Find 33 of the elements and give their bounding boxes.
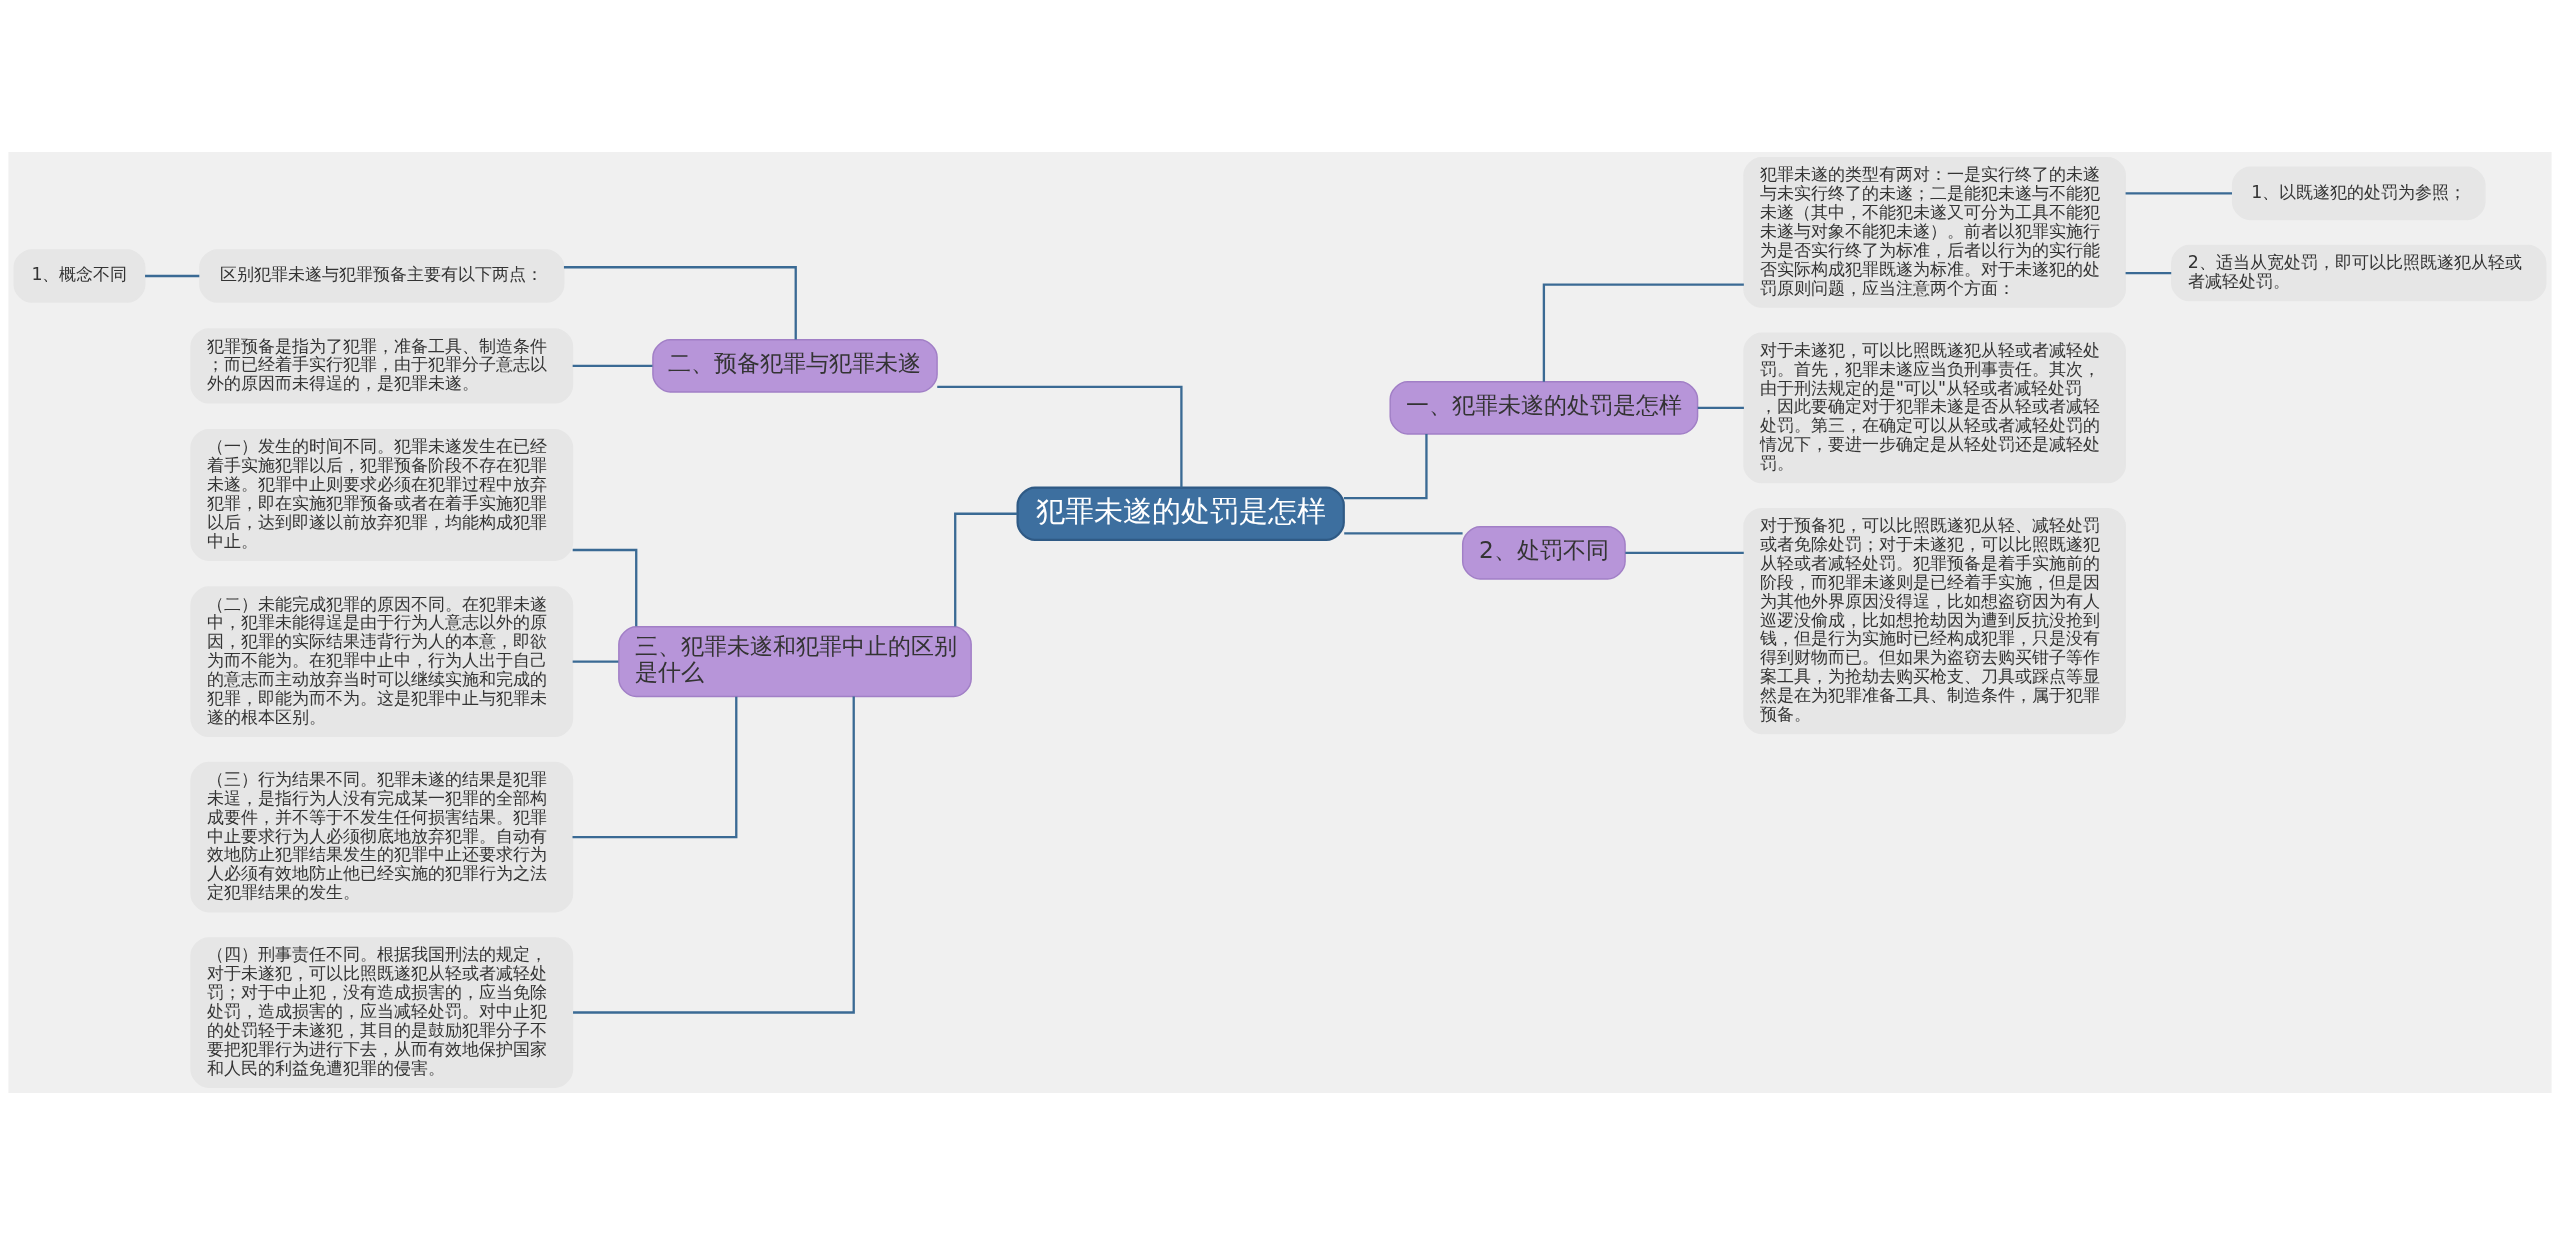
connector bbox=[1697, 406, 1744, 410]
node-box: （二）未能完成犯罪的原因不同。在犯罪未遂中，犯罪未能得逞是由于行为人意志以外的原因，犯罪的实际结果违背行为人的本意，即欲为而不能为。在犯罪中止中，行为人出于自己的意志而主动放弃当时可以继续实施和完成的犯罪，即能为而不为。这是犯罪中止与犯罪未遂的根本区别。 bbox=[190, 586, 574, 738]
node-box: 2、处罚不同 bbox=[1461, 526, 1626, 580]
connector bbox=[954, 512, 1018, 627]
connector bbox=[572, 696, 738, 839]
node-box: 区别犯罪未遂与犯罪预备主要有以下两点： bbox=[199, 249, 565, 303]
node-box: 犯罪预备是指为了犯罪，准备工具、制造条件；而已经着手实行犯罪，由于犯罪分子意志以外的原因而未得逞的，是犯罪未遂。 bbox=[190, 328, 574, 404]
connector bbox=[1625, 551, 1744, 555]
node-box: 犯罪未遂的类型有两对：一是实行终了的未遂与未实行终了的未遂；二是能犯未遂与不能犯未遂（其中，不能犯未遂又可分为工具不能犯未遂与对象不能犯未遂）。前者以犯罪实施行为是否实行终了为标准，后者以行为的实行能否实际构成犯罪既遂为标准。对于未遂犯的处罚原则问题，应当注意两个方面： bbox=[1743, 157, 2127, 308]
connector bbox=[572, 548, 638, 627]
node-box: （四）刑事责任不同。根据我国刑法的规定，对于未遂犯，可以比照既遂犯从轻或者减轻处罚；对于中止犯，没有造成损害的，应当免除处罚，造成损害的，应当减轻处罚。对中止犯的处罚轻于未遂犯，其目的是鼓励犯罪分子不要把犯罪行为进行下去，从而有效地保护国家和人民的利益免遭犯罪的侵害。 bbox=[190, 937, 574, 1088]
node-box: 犯罪未遂的处罚是怎样 bbox=[1016, 486, 1345, 541]
node-box: 2、适当从宽处罚，即可以比照既遂犯从轻或者减轻处罚。 bbox=[2170, 244, 2547, 302]
connector bbox=[2125, 271, 2172, 275]
node-box: （一）发生的时间不同。犯罪未遂发生在已经着手实施犯罪以后，犯罪预备阶段不存在犯罪未遂。犯罪中止则要求必须在犯罪过程中放弃犯罪，即在实施犯罪预备或者在着手实施犯罪以后，达到即遂以前放弃犯罪，均能构成犯罪中止。 bbox=[190, 428, 574, 561]
node-box: 对于未遂犯，可以比照既遂犯从轻或者减轻处罚。首先，犯罪未遂应当负刑事责任。其次，由于刑法规定的是"可以"从轻或者减轻处罚，因此要确定对于犯罪未遂是否从轻或者减轻处罚。第三，在确定可以从轻或者减轻处罚的情况下，要进一步确定是从轻处罚还是减轻处罚。 bbox=[1743, 332, 2127, 484]
connector bbox=[937, 385, 1183, 488]
node-box: （三）行为结果不同。犯罪未遂的结果是犯罪未逞，是指行为人没有完成某一犯罪的全部构成要件，并不等于不发生任何损害结果。犯罪中止要求行为人必须彻底地放弃犯罪。自动有效地防止犯罪结果发生的犯罪中止还要求行为人必须有效地防止他已经实施的犯罪行为之法定犯罪结果的发生。 bbox=[190, 761, 574, 913]
connector bbox=[573, 696, 855, 1014]
node-box: 1、以既遂犯的处罚为参照； bbox=[2231, 166, 2486, 221]
connector bbox=[1343, 434, 1428, 500]
connector bbox=[1344, 532, 1463, 535]
node-box: 对于预备犯，可以比照既遂犯从轻、减轻处罚或者免除处罚；对于未遂犯，可以比照既遂犯从轻或者减轻处罚。犯罪预备是着手实施前的阶段，而犯罪未遂则是已经着手实施，但是因为其他外界原因没得逞，比如想盗窃因为有人巡逻没偷成，比如想抢劫因为遭到反抗没抢到钱，但是行为实施时已经构成犯罪，只是没有得到财物而已。但如果为盗窃去购买钳子等作案工具，为抢劫去购买枪支、刀具或踩点等显然是在为犯罪准备工具、制造条件，属于犯罪预备。 bbox=[1743, 507, 2127, 735]
connector bbox=[1542, 283, 1744, 382]
connector bbox=[145, 274, 200, 278]
node-box: 一、犯罪未遂的处罚是怎样 bbox=[1389, 381, 1699, 435]
connector bbox=[572, 660, 619, 663]
node-box: 二、预备犯罪与犯罪未遂 bbox=[652, 339, 938, 393]
node-box: 三、犯罪未遂和犯罪中止的区别是什么 bbox=[618, 626, 972, 698]
node-box: 1、概念不同 bbox=[13, 249, 146, 303]
connector bbox=[2125, 192, 2232, 195]
connector bbox=[563, 266, 797, 340]
connector bbox=[572, 364, 653, 368]
